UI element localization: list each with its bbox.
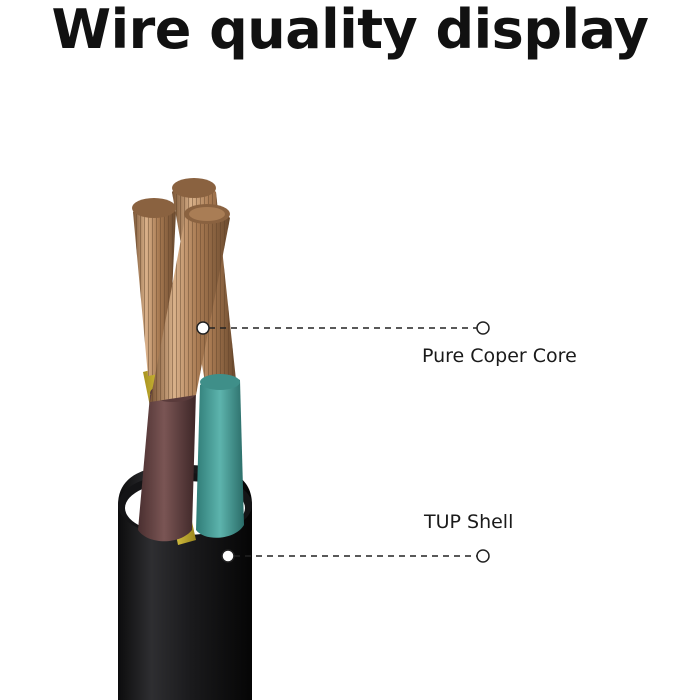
page-title: Wire quality display	[51, 0, 649, 61]
callout-shell	[221, 549, 490, 563]
wire-teal	[196, 374, 244, 538]
shell-label: TUP Shell	[424, 511, 514, 533]
copper-strands-front	[150, 204, 230, 402]
core-label: Pure Coper Core	[422, 345, 577, 367]
wire-brown	[138, 384, 196, 542]
callout-end-circle	[476, 549, 490, 563]
callout-end-circle	[476, 321, 490, 335]
callout-core	[196, 321, 490, 335]
